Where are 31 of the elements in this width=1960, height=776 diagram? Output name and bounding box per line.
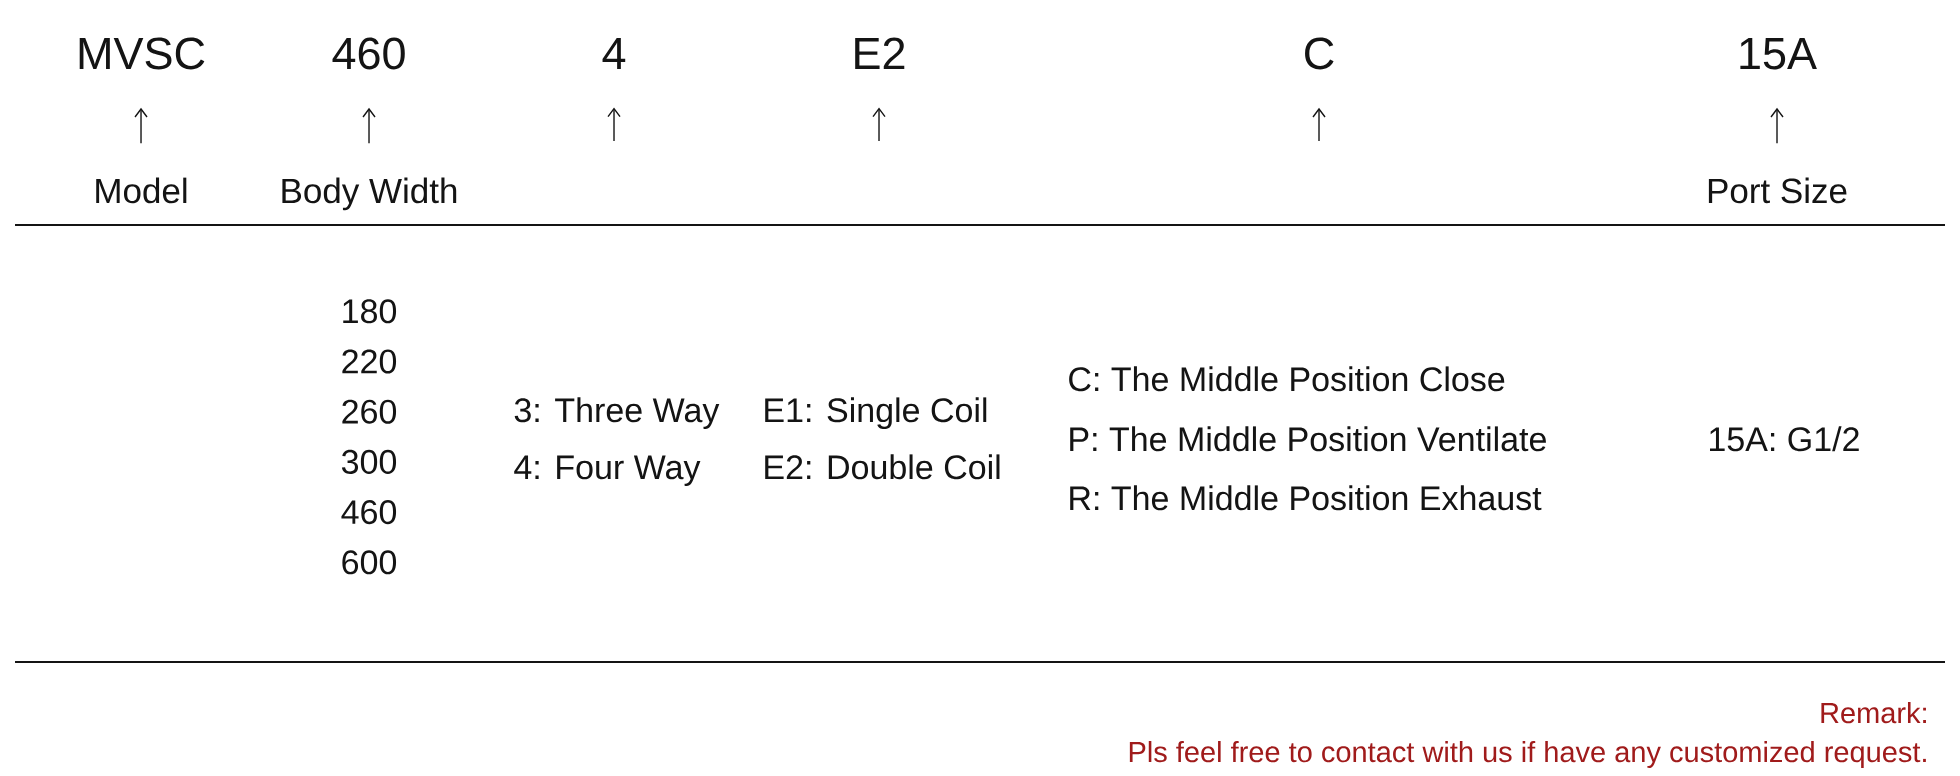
option-text: 460 (341, 500, 397, 525)
arrow (1770, 107, 1784, 144)
option-text: E1: Single Coil (765, 397, 987, 430)
code-text: MVSC (79, 37, 205, 70)
option-text: 3: Three Way (514, 397, 720, 430)
field-label: Model (96, 177, 187, 204)
code-text: E2 (855, 37, 905, 69)
code-text: C (1305, 37, 1334, 70)
option-text: 15A: G1/2 (1710, 426, 1859, 452)
option-text: P: The Middle Position Ventilate (1070, 426, 1546, 452)
option-text: 300 (341, 449, 397, 474)
arrow (362, 107, 376, 144)
remark-text: Pls feel free to contact with us if have any customized request. (1129, 741, 1926, 768)
code-text: 460 (332, 37, 405, 70)
code-text: 15A (1740, 38, 1817, 70)
arrow (872, 107, 886, 142)
option-text: C: The Middle Position Close (1069, 366, 1505, 392)
arrow (607, 107, 621, 142)
option-text: R: The Middle Position Exhaust (1070, 485, 1542, 511)
option-text: 600 (342, 550, 397, 575)
option-text: 4: Four Way (514, 455, 701, 487)
option-text: 260 (342, 399, 397, 424)
arrow (1312, 107, 1326, 142)
field-label: Body Width (282, 177, 457, 211)
option-text: 220 (342, 349, 397, 374)
arrow (134, 107, 148, 144)
option-text: 180 (343, 299, 397, 324)
option-text: E2: Double Coil (765, 454, 1000, 480)
code-text: 4 (602, 38, 626, 69)
remark-text: Remark: (1821, 702, 1926, 724)
field-label: Port Size (1708, 177, 1847, 204)
